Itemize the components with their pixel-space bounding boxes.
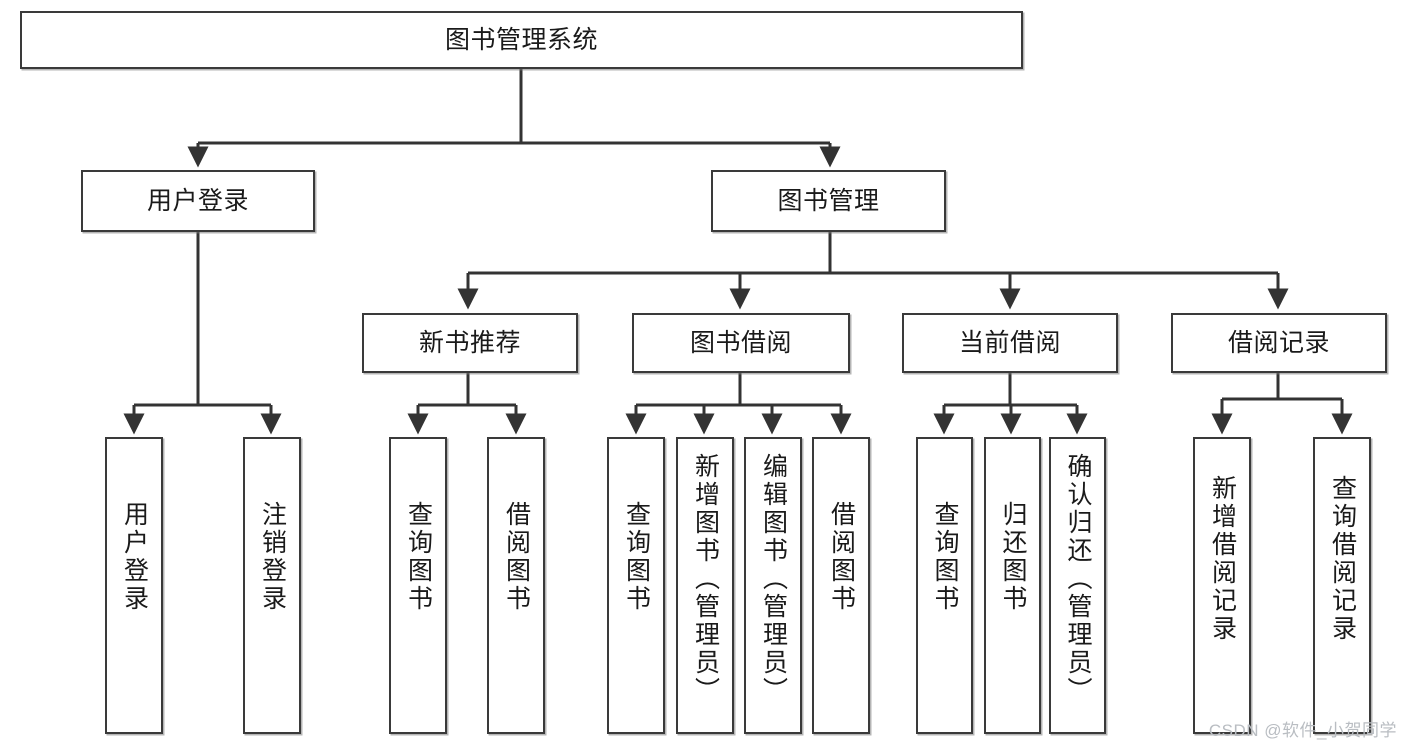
node-current-borrow[interactable]: 当前借阅 bbox=[902, 313, 1118, 373]
node-book-borrow[interactable]: 图书借阅 bbox=[632, 313, 850, 373]
leaf-book-borrow-add-book-admin[interactable]: 新增图书（管理员） bbox=[676, 437, 734, 734]
node-label: 图书借阅 bbox=[689, 329, 792, 357]
node-borrow-record[interactable]: 借阅记录 bbox=[1171, 313, 1387, 373]
node-label: 图书管理 bbox=[777, 187, 880, 215]
node-label: 新增借阅记录 bbox=[1208, 475, 1237, 643]
node-root-book-management-system[interactable]: 图书管理系统 bbox=[20, 11, 1023, 69]
node-label: 当前借阅 bbox=[958, 329, 1061, 357]
node-book-management[interactable]: 图书管理 bbox=[711, 170, 946, 232]
node-label: 归还图书 bbox=[999, 501, 1027, 613]
node-label: 注销登录 bbox=[258, 501, 287, 613]
leaf-book-borrow-edit-book-admin[interactable]: 编辑图书（管理员） bbox=[744, 437, 802, 734]
node-label: 新书推荐 bbox=[418, 329, 521, 357]
leaf-borrow-record-add-record[interactable]: 新增借阅记录 bbox=[1193, 437, 1251, 734]
node-label: 查询图书 bbox=[622, 501, 651, 613]
node-label: 借阅图书 bbox=[827, 501, 856, 613]
leaf-borrow-record-query-record[interactable]: 查询借阅记录 bbox=[1313, 437, 1371, 734]
leaf-current-borrow-confirm-return-admin[interactable]: 确认归还（管理员） bbox=[1049, 437, 1106, 734]
node-label: 确认归还（管理员） bbox=[1064, 453, 1092, 705]
leaf-user-login-login[interactable]: 用户登录 bbox=[105, 437, 163, 734]
leaf-current-borrow-return-book[interactable]: 归还图书 bbox=[984, 437, 1041, 734]
node-label: 查询借阅记录 bbox=[1328, 475, 1357, 643]
leaf-new-book-borrow-book[interactable]: 借阅图书 bbox=[487, 437, 545, 734]
node-label: 编辑图书（管理员） bbox=[759, 453, 788, 705]
leaf-user-login-logout[interactable]: 注销登录 bbox=[243, 437, 301, 734]
node-label: 查询图书 bbox=[404, 501, 433, 613]
node-label: 新增图书（管理员） bbox=[691, 453, 720, 705]
leaf-book-borrow-borrow-book[interactable]: 借阅图书 bbox=[812, 437, 870, 734]
node-label: 用户登录 bbox=[146, 187, 249, 215]
node-label: 查询图书 bbox=[931, 501, 959, 613]
node-label: 借阅记录 bbox=[1227, 329, 1330, 357]
node-new-book-recommend[interactable]: 新书推荐 bbox=[362, 313, 578, 373]
node-label: 用户登录 bbox=[120, 501, 149, 613]
node-user-login[interactable]: 用户登录 bbox=[81, 170, 315, 232]
leaf-new-book-query-book[interactable]: 查询图书 bbox=[389, 437, 447, 734]
node-label: 借阅图书 bbox=[502, 501, 531, 613]
leaf-book-borrow-query-book[interactable]: 查询图书 bbox=[607, 437, 665, 734]
node-label: 图书管理系统 bbox=[444, 26, 598, 54]
leaf-current-borrow-query-book[interactable]: 查询图书 bbox=[916, 437, 973, 734]
